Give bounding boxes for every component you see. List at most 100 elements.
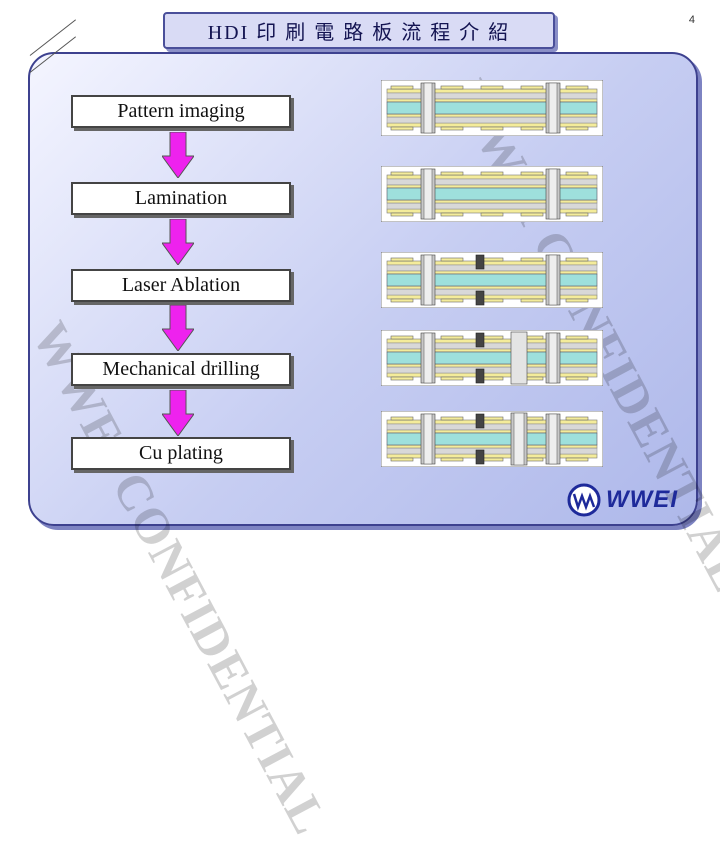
slide-title-text: HDI 印 刷 電 路 板 流 程 介 紹	[207, 22, 511, 44]
corner-decoration-line	[29, 19, 77, 56]
surface-pad	[565, 335, 589, 340]
down-arrow-icon	[162, 219, 194, 265]
surface-pad	[565, 126, 589, 131]
logo-text: WWEI	[606, 486, 678, 513]
surface-pad	[440, 416, 464, 421]
core-layer	[386, 273, 598, 287]
surface-pad	[520, 126, 544, 131]
surface-pad	[565, 457, 589, 462]
surface-pad	[565, 257, 589, 262]
step-pattern-imaging: Pattern imaging	[71, 95, 291, 128]
step-cu-plating: Cu plating	[71, 437, 291, 470]
surface-pad	[390, 212, 414, 217]
down-arrow-icon	[162, 305, 194, 351]
company-logo: WWEI	[566, 482, 684, 518]
dielectric-bottom	[386, 116, 598, 124]
pcb-cross-section-5	[381, 411, 603, 467]
through-hole-bore	[423, 82, 433, 134]
surface-pad	[565, 298, 589, 303]
pcb-cross-section-2	[381, 166, 603, 222]
dielectric-bottom	[386, 288, 598, 296]
surface-pad	[440, 85, 464, 90]
surface-pad	[565, 171, 589, 176]
laser-microvia	[475, 254, 485, 270]
surface-pad	[440, 212, 464, 217]
laser-microvia	[475, 449, 485, 465]
inner-copper-top	[386, 429, 598, 434]
inner-copper-top	[386, 98, 598, 103]
through-hole-bore	[548, 254, 558, 306]
laser-microvia	[475, 368, 485, 384]
outer-copper-bottom	[386, 294, 598, 300]
surface-pad	[440, 257, 464, 262]
surface-pad	[390, 457, 414, 462]
inner-copper-top	[386, 184, 598, 189]
inner-copper-bottom	[386, 199, 598, 204]
surface-pad	[440, 457, 464, 462]
through-hole-bore	[423, 413, 433, 465]
pcb-cross-section-4	[381, 330, 603, 386]
dielectric-bottom	[386, 447, 598, 455]
surface-pad	[440, 171, 464, 176]
laser-microvia	[475, 290, 485, 306]
inner-copper-bottom	[386, 444, 598, 449]
surface-pad	[440, 335, 464, 340]
surface-pad	[390, 335, 414, 340]
slide-title: HDI 印 刷 電 路 板 流 程 介 紹	[163, 12, 555, 49]
surface-pad	[480, 212, 504, 217]
core-layer	[386, 187, 598, 201]
surface-pad	[390, 298, 414, 303]
surface-pad	[565, 376, 589, 381]
through-hole-bore	[548, 82, 558, 134]
surface-pad	[520, 85, 544, 90]
surface-pad	[480, 85, 504, 90]
inner-copper-bottom	[386, 285, 598, 290]
page-number: 4	[688, 14, 695, 26]
laser-microvia	[475, 413, 485, 429]
outer-copper-bottom	[386, 122, 598, 128]
laser-microvia	[475, 332, 485, 348]
surface-pad	[480, 171, 504, 176]
core-layer	[386, 351, 598, 365]
outer-copper-bottom	[386, 372, 598, 378]
inner-copper-bottom	[386, 113, 598, 118]
wwei-logo-icon	[567, 483, 601, 517]
through-hole-bore	[548, 332, 558, 384]
inner-copper-top	[386, 270, 598, 275]
outer-copper-top	[386, 419, 598, 425]
pcb-cross-section-3	[381, 252, 603, 308]
surface-pad	[440, 298, 464, 303]
surface-pad	[390, 416, 414, 421]
outer-copper-bottom	[386, 208, 598, 214]
dielectric-top	[386, 264, 598, 272]
outer-copper-top	[386, 88, 598, 94]
dielectric-top	[386, 342, 598, 350]
mechanical-drill-hole	[510, 331, 528, 385]
step-lamination: Lamination	[71, 182, 291, 215]
surface-pad	[520, 298, 544, 303]
surface-pad	[440, 126, 464, 131]
surface-pad	[480, 126, 504, 131]
outer-copper-top	[386, 338, 598, 344]
surface-pad	[390, 171, 414, 176]
through-hole-bore	[423, 332, 433, 384]
plated-drill-bore	[513, 412, 525, 466]
surface-pad	[565, 416, 589, 421]
surface-pad	[440, 376, 464, 381]
dielectric-top	[386, 423, 598, 431]
surface-pad	[390, 126, 414, 131]
step-laser-ablation: Laser Ablation	[71, 269, 291, 302]
dielectric-top	[386, 92, 598, 100]
inner-copper-top	[386, 348, 598, 353]
surface-pad	[390, 376, 414, 381]
outer-copper-top	[386, 174, 598, 180]
surface-pad	[390, 257, 414, 262]
surface-pad	[565, 212, 589, 217]
dielectric-bottom	[386, 366, 598, 374]
pcb-cross-section-1	[381, 80, 603, 136]
outer-copper-bottom	[386, 453, 598, 459]
inner-copper-bottom	[386, 363, 598, 368]
step-mechanical-drilling: Mechanical drilling	[71, 353, 291, 386]
through-hole-bore	[548, 168, 558, 220]
core-layer	[386, 101, 598, 115]
